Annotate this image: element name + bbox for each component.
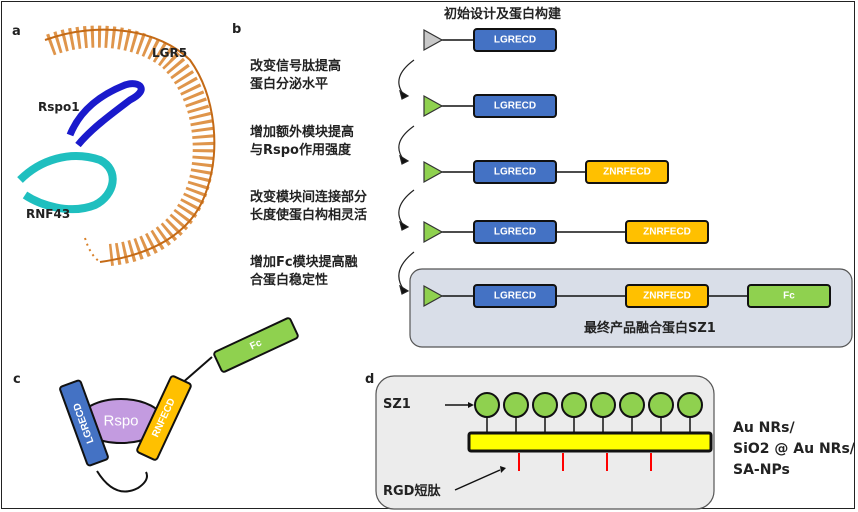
sz1-particle xyxy=(619,392,645,418)
loop-linker xyxy=(96,470,148,493)
module-lgrecd xyxy=(473,284,557,308)
signal-peptide-icon xyxy=(423,220,444,244)
sz1-particle xyxy=(561,392,587,418)
arrow-head-icon xyxy=(399,284,410,295)
sz1-particle xyxy=(532,392,558,418)
fc-module xyxy=(213,317,299,373)
sz1-particle xyxy=(590,392,616,418)
arrow-head-icon xyxy=(399,154,410,165)
nanorod-bar xyxy=(467,431,713,453)
rnf43-ribbon xyxy=(17,152,117,214)
arrow-head-icon xyxy=(399,220,410,231)
rgd-label: RGD短肽 xyxy=(383,484,441,499)
panel-b-title: 初始设计及蛋白构建 xyxy=(444,7,562,22)
module-lgrecd xyxy=(473,220,557,244)
sz1-particle xyxy=(677,392,703,418)
rnfecd-module xyxy=(136,375,192,461)
signal-peptide-icon xyxy=(423,284,444,308)
module-znrfecd xyxy=(585,160,669,184)
lgrecd-module xyxy=(59,379,109,467)
step-3-text: 改变模块间连接部分 长度使蛋白构相灵活 xyxy=(250,190,368,223)
sz1-particle xyxy=(648,392,674,418)
np-label-1: Au NRs/ xyxy=(733,420,795,436)
panel-d-label: d xyxy=(365,372,375,387)
sz1-label: SZ1 xyxy=(383,397,411,412)
lgr5-ribbon xyxy=(46,25,215,266)
module-fc xyxy=(747,284,831,308)
module-label: LGRECD xyxy=(494,167,536,178)
module-label: ZNRFECD xyxy=(603,167,651,178)
final-product-caption: 最终产品融合蛋白SZ1 xyxy=(584,321,716,336)
signal-peptide-icon xyxy=(423,160,444,184)
module-label: Fc xyxy=(783,291,795,302)
module-lgrecd xyxy=(473,28,557,52)
module-label: LGRECD xyxy=(494,101,536,112)
sz1-particle xyxy=(474,392,500,418)
lgr5-label: LGR5 xyxy=(152,46,188,60)
panel-a-label: a xyxy=(12,24,21,39)
module-label: LGRECD xyxy=(494,227,536,238)
arrow-head-icon xyxy=(399,89,410,100)
panel-b-label: b xyxy=(232,22,242,37)
np-label-2: SiO2 @ Au NRs/ xyxy=(733,441,855,457)
rspo-text: Rspo xyxy=(103,413,138,430)
lgr5-ribbon-outer xyxy=(44,28,216,263)
rspo1-ribbon xyxy=(66,80,145,148)
module-label: LGRECD xyxy=(494,35,536,46)
module-lgrecd xyxy=(473,160,557,184)
module-label: LGRECD xyxy=(494,291,536,302)
sz1-particle xyxy=(503,392,529,418)
signal-peptide-icon xyxy=(423,28,444,52)
module-label: ZNRFECD xyxy=(643,227,691,238)
step-2-text: 增加额外模块提高 与Rspo作用强度 xyxy=(250,125,355,158)
module-label: ZNRFECD xyxy=(643,291,691,302)
panel-c-label: c xyxy=(13,372,21,387)
module-znrfecd xyxy=(625,220,709,244)
fc-text: Fc xyxy=(248,337,264,352)
module-lgrecd xyxy=(473,94,557,118)
rnf43-label: RNF43 xyxy=(26,207,71,221)
signal-peptide-icon xyxy=(423,94,444,118)
np-label-3: SA-NPs xyxy=(733,462,790,478)
step-4-text: 增加Fc模块提高融 合蛋白稳定性 xyxy=(250,255,358,288)
module-znrfecd xyxy=(625,284,709,308)
rspo1-label: Rspo1 xyxy=(38,100,80,114)
step-1-text: 改变信号肽提高 蛋白分泌水平 xyxy=(250,59,342,92)
